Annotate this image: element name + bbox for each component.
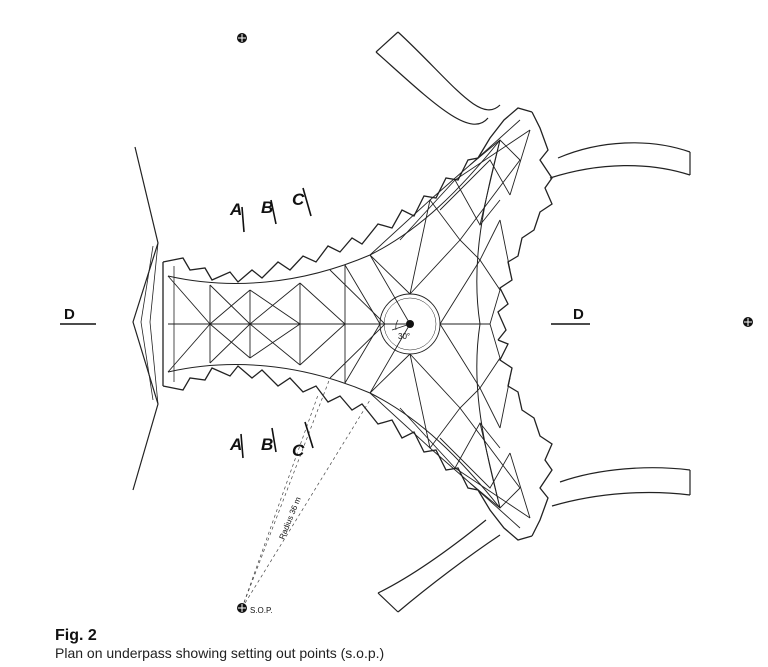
underpass-structure bbox=[162, 107, 553, 541]
center-point-icon bbox=[406, 320, 414, 328]
section-d-right-label: D bbox=[573, 306, 584, 323]
upper-right-road-arm bbox=[375, 31, 691, 179]
angle-label: 30° bbox=[398, 332, 410, 341]
radius-label: Radius 36 m bbox=[278, 495, 303, 540]
section-a-top-label: A bbox=[229, 200, 242, 219]
section-c-bottom-label: C bbox=[292, 441, 305, 460]
setting-out-point-icon bbox=[237, 33, 247, 43]
section-a-bottom-label: A bbox=[229, 435, 242, 454]
setting-out-point-icon bbox=[743, 317, 753, 327]
sop-label: S.O.P. bbox=[250, 606, 273, 615]
section-c-top-line bbox=[302, 187, 312, 217]
section-a-top-line bbox=[241, 206, 245, 233]
left-road-edges bbox=[132, 146, 159, 491]
setting-out-point-icon bbox=[237, 603, 247, 613]
figure-caption: Fig. 2 Plan on underpass showing setting… bbox=[55, 627, 755, 662]
section-b-top-label: B bbox=[261, 198, 273, 217]
section-b-bottom-label: B bbox=[261, 435, 273, 454]
underpass-plan-diagram: A B C A B C D D 30° Radius 36 m S.O.P. bbox=[60, 31, 753, 615]
section-b-top-line bbox=[270, 199, 277, 225]
lower-right-road-arm bbox=[377, 467, 691, 613]
figure-title: Fig. 2 bbox=[55, 627, 97, 644]
section-c-top-label: C bbox=[292, 190, 305, 209]
section-lines bbox=[60, 187, 590, 459]
section-c-bottom-line bbox=[304, 421, 314, 449]
section-d-left-label: D bbox=[64, 306, 75, 323]
figure-description: Plan on underpass showing setting out po… bbox=[55, 645, 385, 661]
section-b-bottom-line bbox=[271, 427, 277, 453]
triangulation-network bbox=[167, 119, 531, 529]
section-a-bottom-line bbox=[240, 433, 244, 459]
radius-construction-lines bbox=[241, 377, 371, 609]
